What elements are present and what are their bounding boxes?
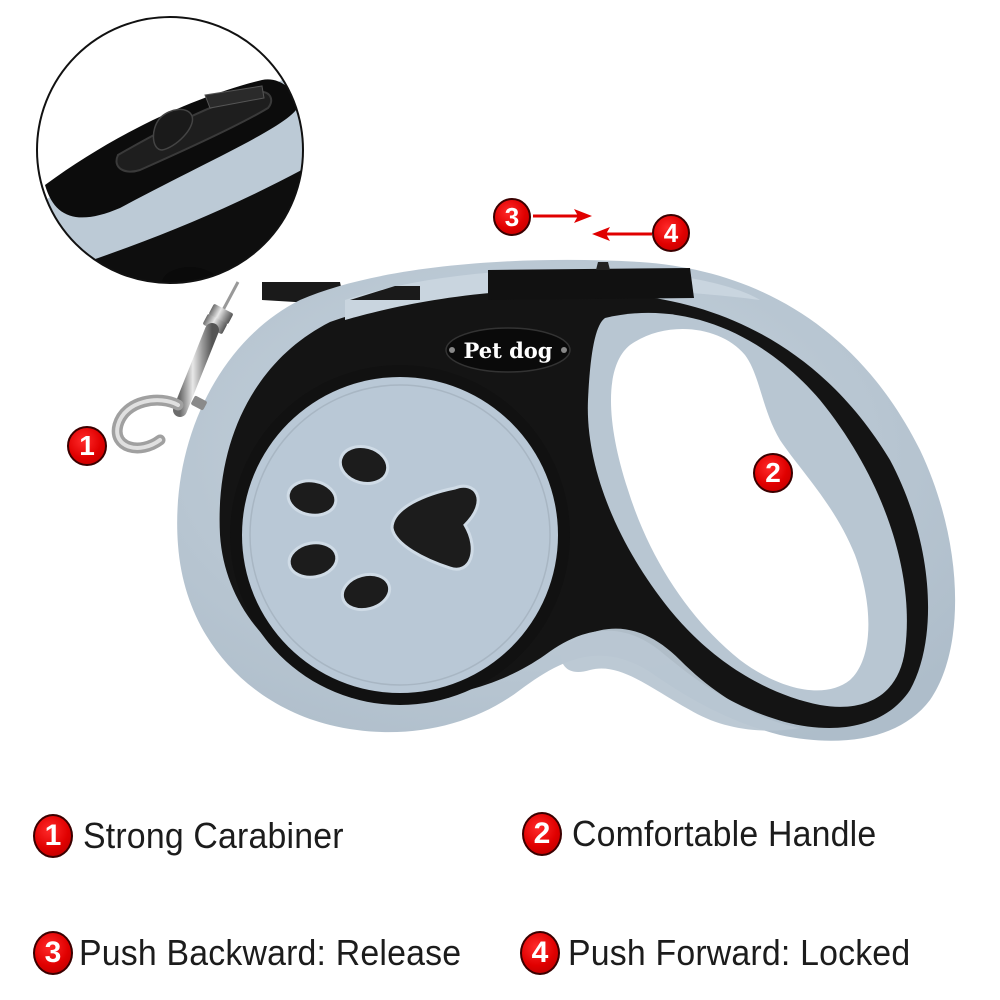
legend-label-carabiner: Strong Carabiner — [83, 815, 344, 856]
callout-4-number: 4 — [663, 218, 679, 248]
lock-slider-button[interactable] — [350, 262, 694, 300]
callout-3-number: 3 — [504, 202, 520, 232]
brand-label: Pet dog — [464, 338, 553, 363]
callout-1-number: 1 — [79, 430, 95, 461]
paw-dial — [230, 365, 570, 705]
legend-label-locked: Push Forward: Locked — [568, 932, 911, 973]
legend-badge-1: 1 — [33, 814, 73, 858]
brand-badge: Pet dog — [445, 327, 571, 373]
legend-item-locked: 4 Push Forward: Locked — [520, 931, 932, 975]
legend-item-carabiner: 1 Strong Carabiner — [33, 814, 360, 858]
legend-label-release: Push Backward: Release — [79, 932, 462, 973]
arrow-backward-icon — [533, 209, 592, 223]
callout-2-number: 2 — [765, 457, 781, 488]
zoom-inset: .g — [36, 16, 304, 284]
callout-2-handle: 2 — [753, 453, 793, 493]
legend-badge-4: 4 — [520, 931, 560, 975]
carabiner — [111, 281, 240, 454]
legend-item-handle: 2 Comfortable Handle — [522, 812, 896, 856]
paw-print-icon — [286, 445, 480, 612]
arrow-forward-icon — [592, 227, 652, 241]
legend-label-handle: Comfortable Handle — [572, 813, 877, 854]
callout-4-forward: 4 — [652, 214, 690, 252]
callout-3-backward: 3 — [493, 198, 531, 236]
retractable-leash-illustration: Pet dog .g — [36, 16, 956, 741]
legend-item-release: 3 Push Backward: Release — [33, 931, 486, 975]
legend-badge-3: 3 — [33, 931, 73, 975]
legend-badge-2: 2 — [522, 812, 562, 856]
callout-1-carabiner: 1 — [67, 426, 107, 466]
